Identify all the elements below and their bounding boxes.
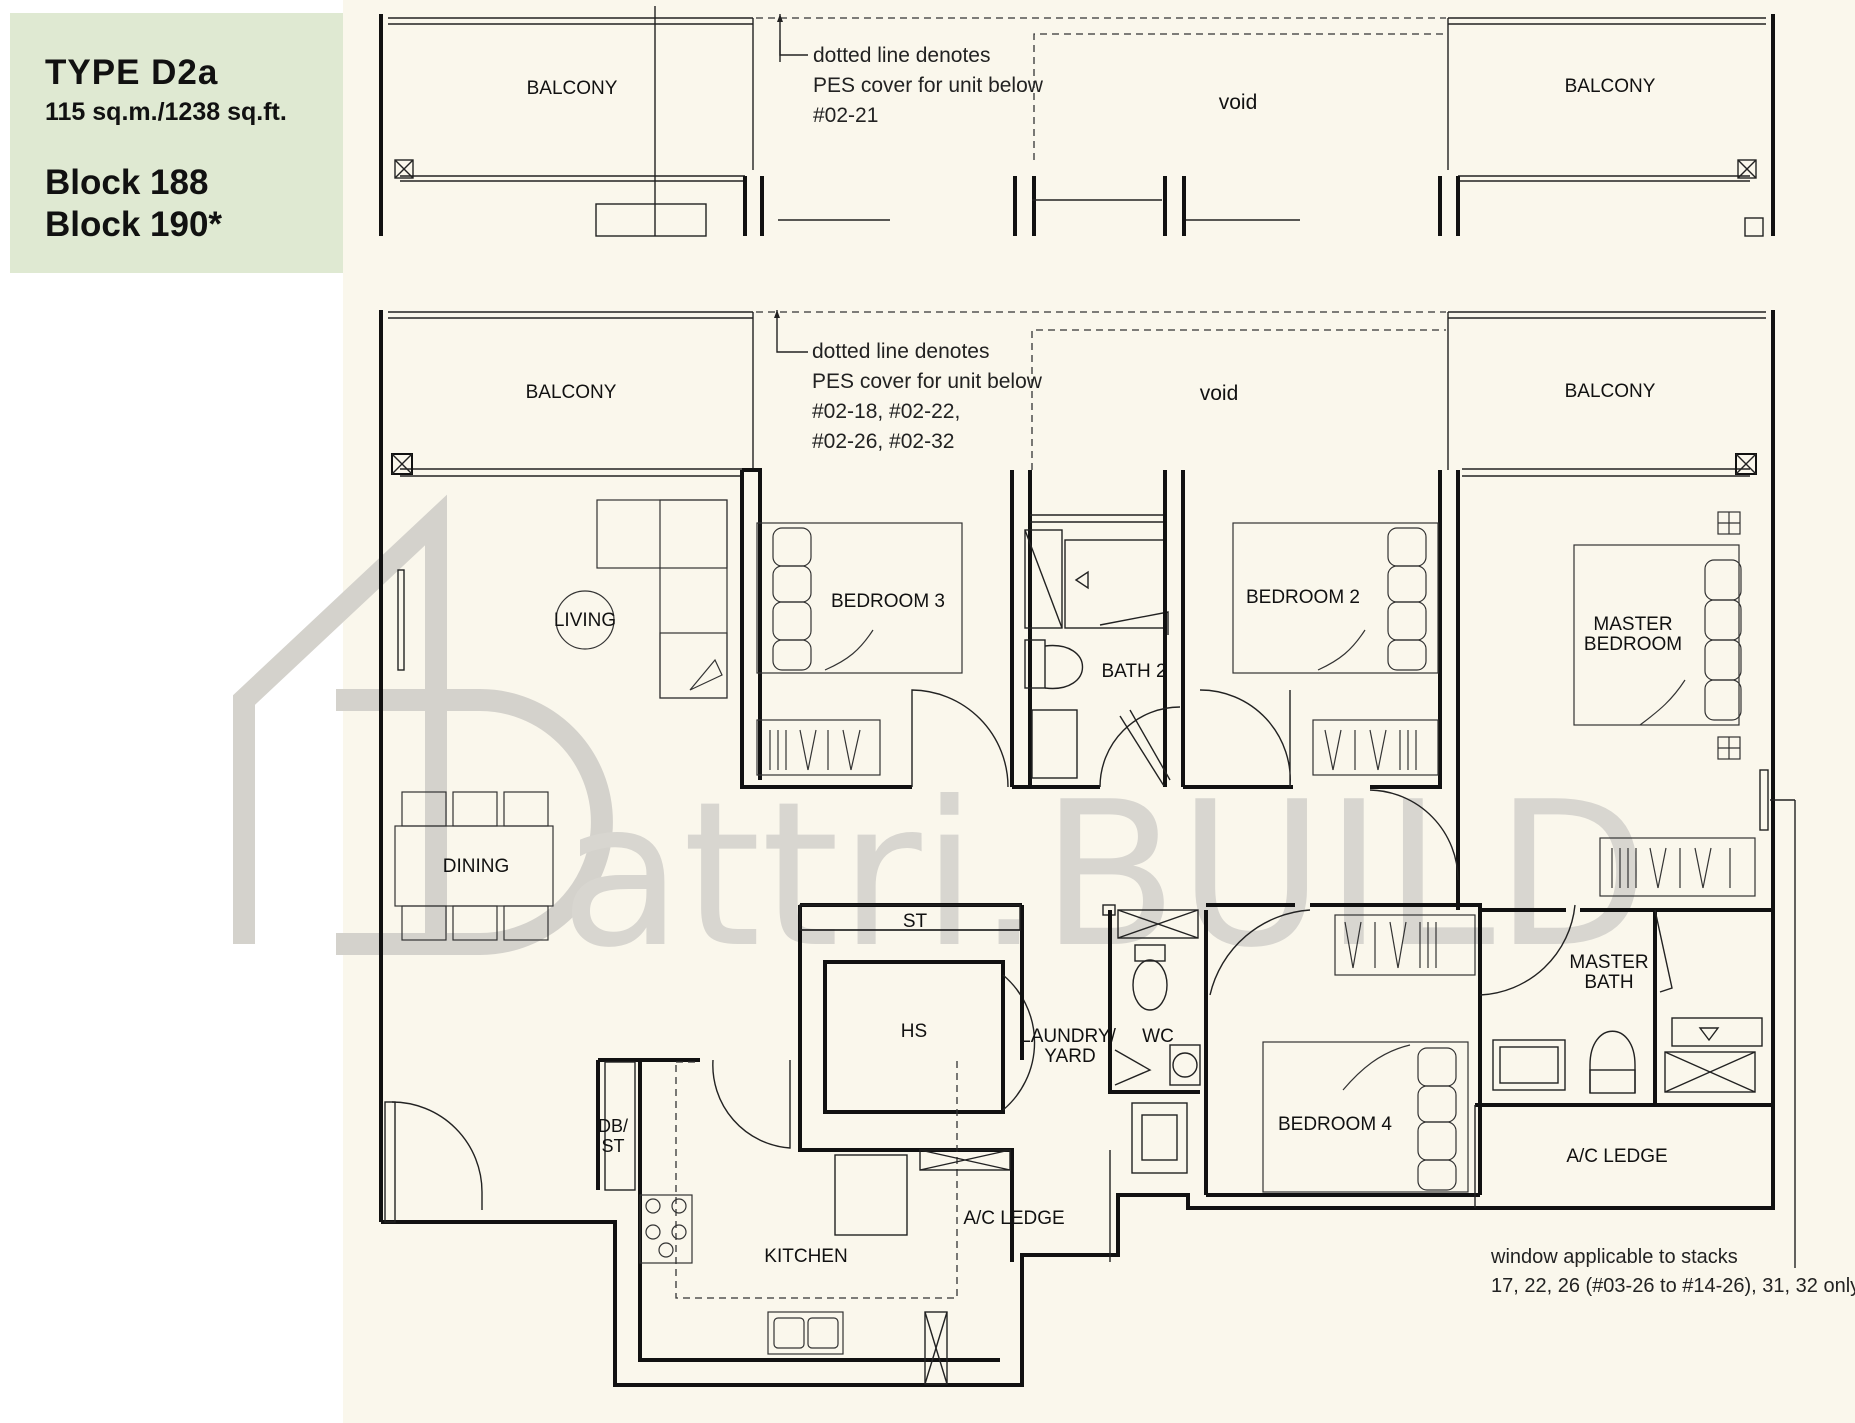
living-label: LIVING [554,610,616,631]
bedroom-4-label: BEDROOM 4 [1278,1114,1392,1135]
laundry-yard-label-2: YARD [1044,1046,1095,1067]
watermark-logo: attri.BUILD [233,494,1649,992]
ac-ledge-right-label: A/C LEDGE [1566,1146,1667,1167]
balcony-right-label: BALCONY [1565,381,1656,402]
top-strip-plan: BALCONY BALCONY void dotted line denotes… [343,0,1795,277]
laundry-yard-label-1: LAUNDRY/ [1020,1026,1116,1047]
db-st-label-2: ST [601,1136,624,1156]
annotation-notes: dotted line denotes PES cover for unit b… [774,310,1855,1297]
void-label: void [1200,382,1239,405]
top-note-line-3: #02-21 [813,104,878,127]
balcony-left-label: BALCONY [526,382,617,403]
block-label-1: Block 188 [45,163,209,202]
window-note-line-1: window applicable to stacks [1490,1246,1738,1268]
unit-type-panel: TYPE D2a 115 sq.m./1238 sq.ft. Block 188… [10,13,343,273]
kitchen-label: KITCHEN [764,1246,847,1267]
watermark-text: attri.BUILD [560,759,1649,992]
db-st-label-1: DB/ [598,1116,628,1136]
st-label: ST [903,911,928,932]
bath-2-label: BATH 2 [1101,661,1166,682]
top-balcony-left-label: BALCONY [527,78,618,99]
room-labels: BALCONY BALCONY void LIVING DINING BEDRO… [443,381,1682,1267]
master-bedroom-label-1: MASTER [1593,614,1672,635]
block-label-2: Block 190* [45,205,223,244]
master-bedroom-label-2: BEDROOM [1584,634,1682,655]
dining-label: DINING [443,856,510,877]
ac-ledge-center-label: A/C LEDGE [963,1208,1064,1229]
master-bath-label-1: MASTER [1569,952,1648,973]
pes-note-line-1: dotted line denotes [812,340,989,363]
unit-area: 115 sq.m./1238 sq.ft. [45,98,287,126]
top-balcony-right-label: BALCONY [1565,76,1656,97]
bedroom-2-label: BEDROOM 2 [1246,587,1360,608]
hs-label: HS [901,1021,927,1042]
bedroom-3-label: BEDROOM 3 [831,591,945,612]
main-floor-plan [379,310,1796,1387]
master-bath-label-2: BATH [1584,972,1633,993]
pes-note-line-4: #02-26, #02-32 [812,430,954,453]
pes-note-line-3: #02-18, #02-22, [812,400,960,423]
top-note-line-2: PES cover for unit below [813,74,1044,97]
unit-type-title: TYPE D2a [45,53,219,92]
pes-note-line-2: PES cover for unit below [812,370,1043,393]
top-void-label: void [1219,91,1258,114]
top-note-line-1: dotted line denotes [813,44,990,67]
window-note-line-2: 17, 22, 26 (#03-26 to #14-26), 31, 32 on… [1491,1275,1855,1297]
wc-label: WC [1142,1026,1174,1047]
